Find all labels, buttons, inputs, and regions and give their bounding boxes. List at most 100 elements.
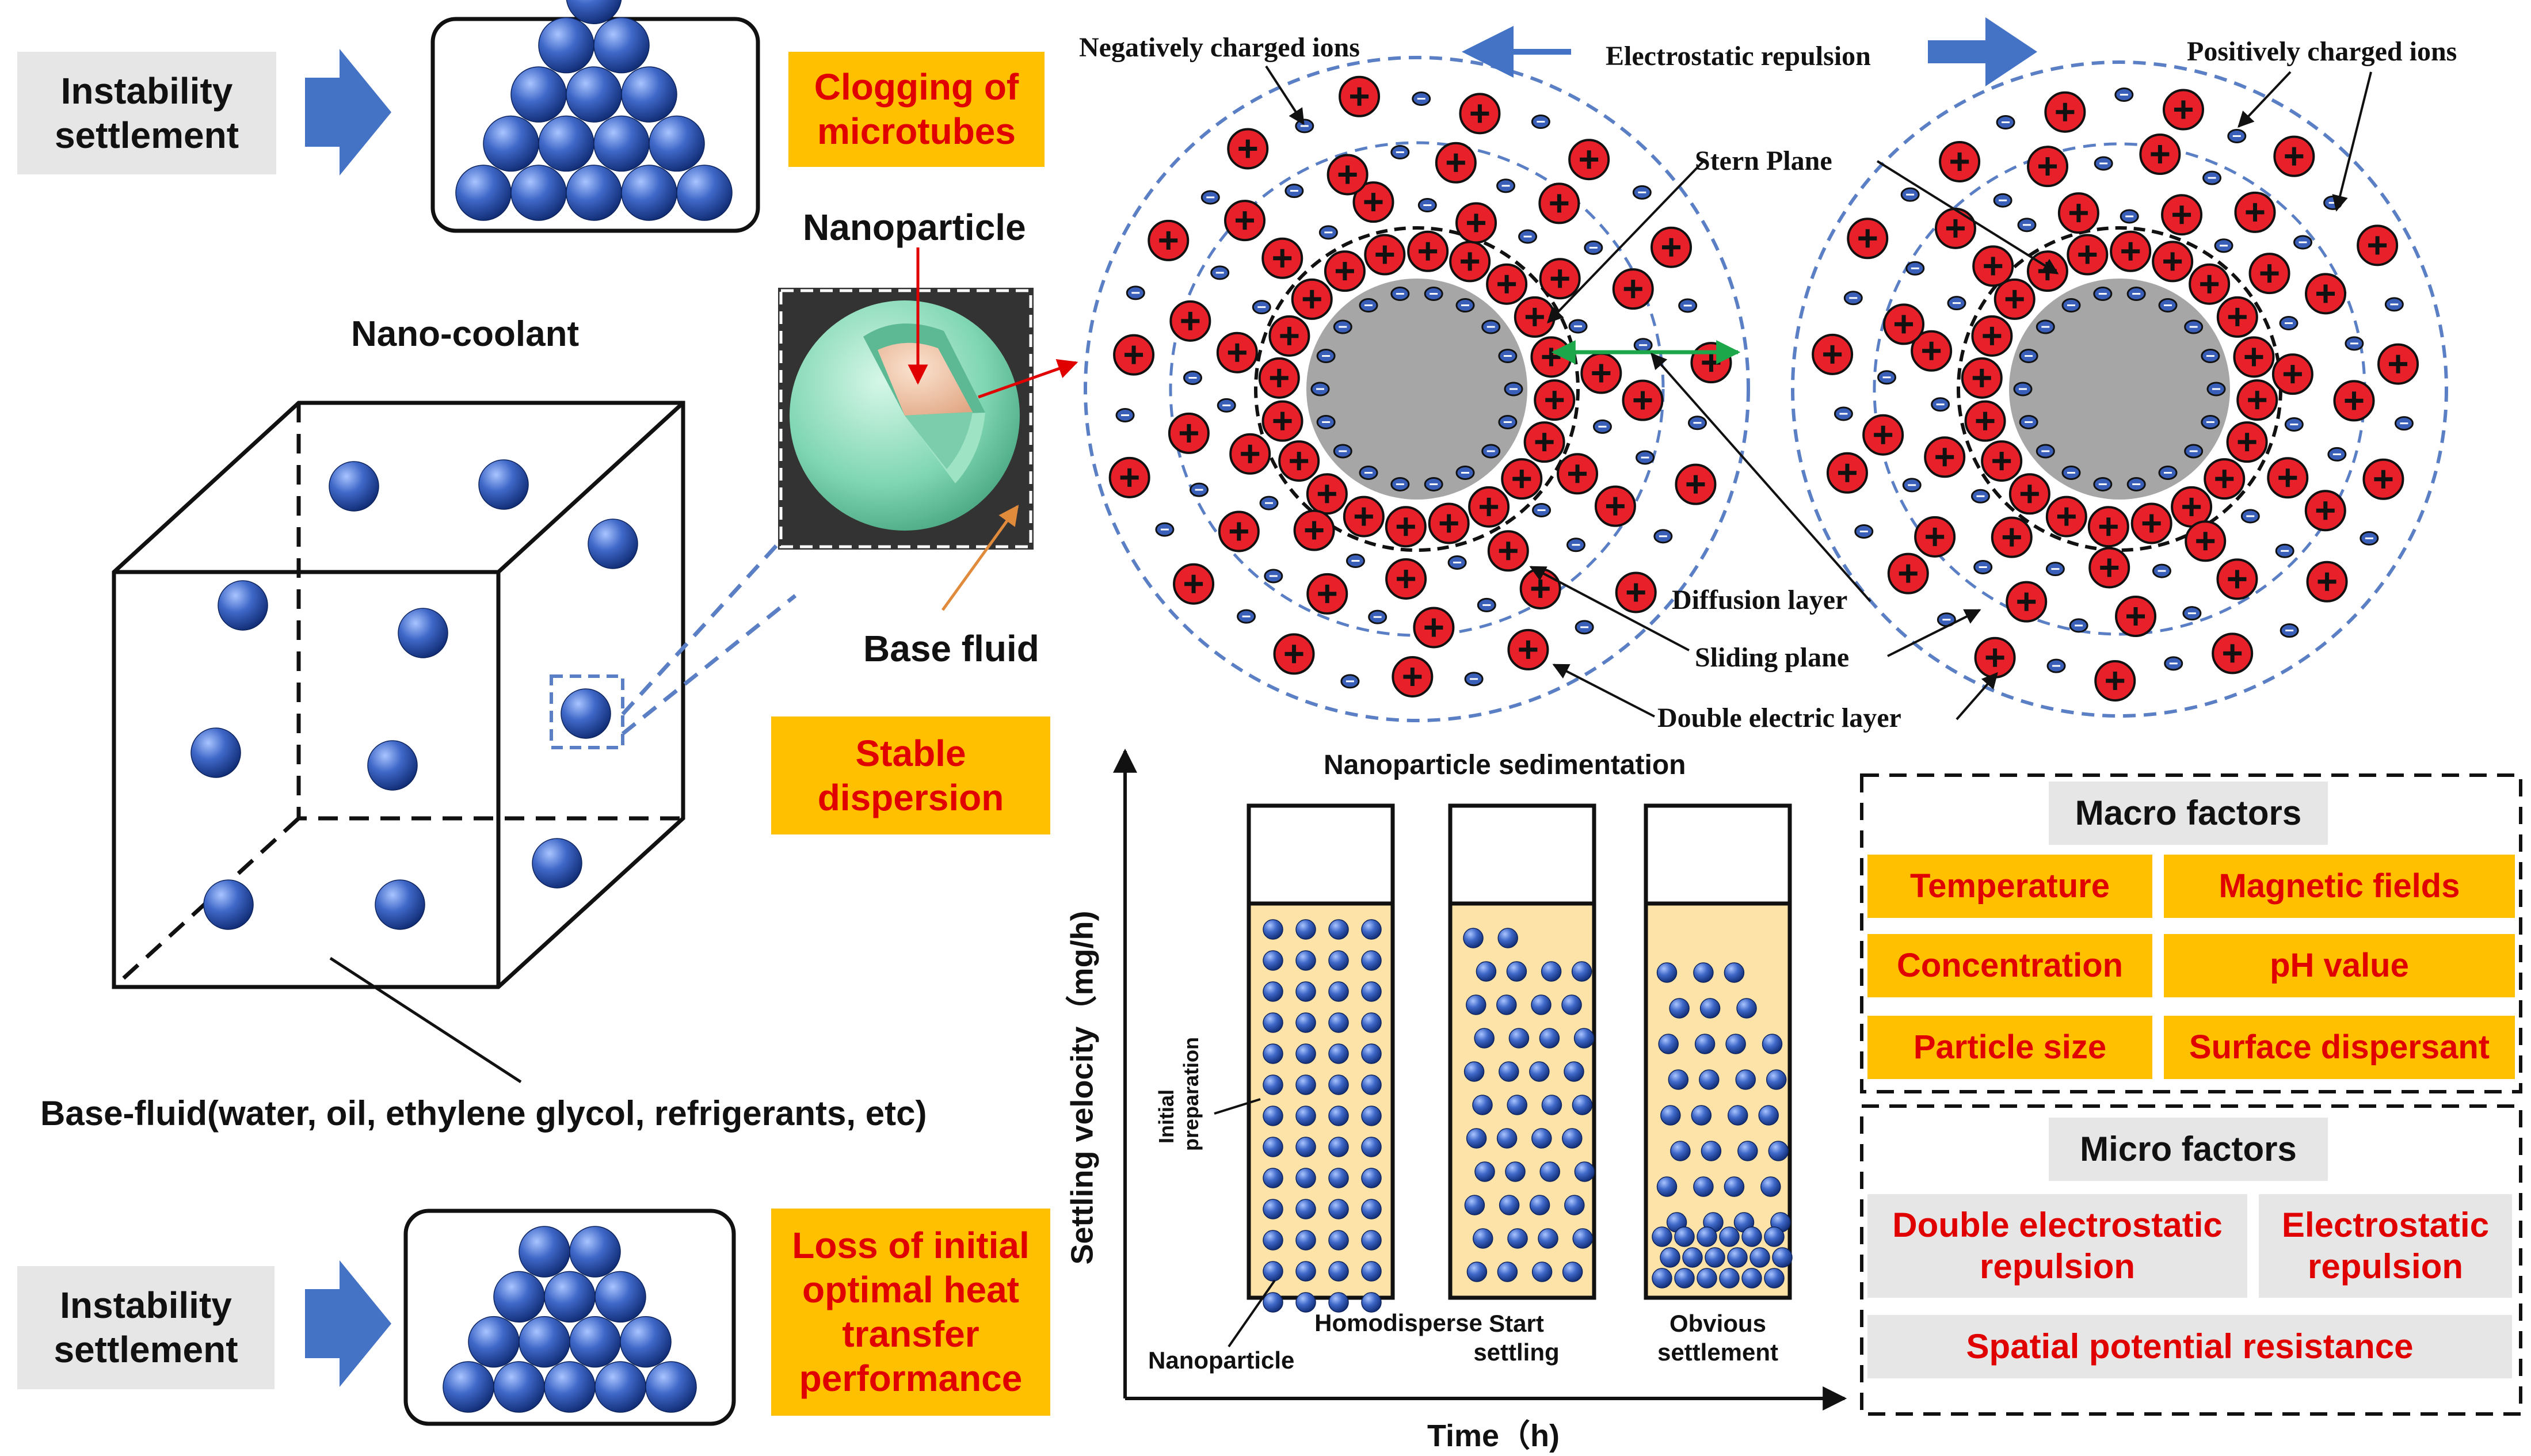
positive-ion-icon [2273, 135, 2315, 177]
nanoparticle-ball [1766, 1069, 1787, 1090]
positive-ion-icon [1224, 200, 1266, 242]
negative-ion-icon [1390, 477, 1410, 491]
nanoparticle-ball [1497, 1261, 1518, 1282]
positive-ion-icon [1148, 219, 1190, 261]
nanoparticle-ball [1682, 1247, 1703, 1268]
negative-ion-icon [1455, 465, 1475, 480]
nanoparticle-ball [1463, 1061, 1485, 1082]
negative-ion-icon [2293, 235, 2313, 250]
positive-ion-icon [1339, 75, 1381, 117]
negative-ion-icon [2394, 416, 2414, 431]
positive-ion-icon [2216, 558, 2258, 600]
nanoparticle-ball [190, 727, 241, 778]
nanoparticle-ball [1768, 1141, 1789, 1161]
nanoparticle-ball [1263, 981, 1283, 1002]
positive-ion-icon [1168, 412, 1210, 454]
nanoparticle-ball [1328, 1043, 1349, 1064]
nanoparticle-ball [1719, 1226, 1740, 1247]
nanoparticle-ball [1541, 961, 1562, 982]
nanoparticle-ball [1531, 994, 1552, 1015]
nanoparticle-ball [1572, 1095, 1593, 1115]
negative-ion-icon [1359, 465, 1378, 480]
positive-ion-icon [2008, 473, 2050, 515]
negative-ion-icon [2275, 543, 2294, 558]
positive-ion-icon [1539, 258, 1581, 300]
nanoparticle-ball [1505, 1161, 1526, 1182]
nanoparticle-ball [1507, 1228, 1528, 1249]
nanoparticle-ball [1674, 1268, 1695, 1289]
positive-ion-icon [1914, 516, 1956, 558]
negative-ion-icon [1633, 338, 1653, 353]
flow-arrow-icon [305, 1260, 391, 1387]
negative-ion-icon [1259, 496, 1279, 510]
nanoparticle-ball [1328, 1106, 1349, 1126]
nanoparticle-pointer-line [1228, 1279, 1276, 1348]
nanoparticle-ball [1473, 1228, 1493, 1249]
negative-ion-icon [2202, 170, 2222, 185]
positive-ion-icon [1862, 414, 1904, 456]
selected-particle-marker [550, 674, 624, 749]
nanoparticle-ball [1749, 1247, 1770, 1268]
negative-ion-icon [1947, 296, 1966, 311]
positive-ion-icon [1327, 154, 1369, 196]
negative-ion-icon [1843, 291, 1863, 306]
repulsion-arrow-right-icon [1928, 17, 2037, 86]
nanoparticle-ball [510, 66, 567, 123]
positive-ion-icon [1675, 463, 1717, 505]
negative-ion-icon [2069, 618, 2088, 633]
diffusion-layer-boundary [1169, 141, 1665, 637]
sliding-plane-label: Sliding plane [1695, 642, 1850, 673]
negative-ion-icon [1973, 559, 1993, 574]
nanoparticle-ball [1538, 1228, 1558, 1249]
negative-ion-icon [1424, 477, 1443, 491]
negative-ion-icon [1359, 298, 1378, 313]
positive-ion-icon [1486, 263, 1528, 305]
nanoparticle-ball [1693, 1176, 1714, 1197]
positive-ion-icon [1364, 234, 1406, 276]
nanoparticle-ball [1724, 1176, 1745, 1197]
nanoparticle-ball [621, 66, 677, 123]
nanoparticle-ball [1474, 1161, 1495, 1182]
nanoparticle-ball [1508, 1028, 1530, 1049]
negative-ion-icon [2201, 414, 2220, 429]
double-layer-boundary [1084, 56, 1750, 722]
negative-ion-icon [1455, 298, 1475, 313]
negative-ion-icon [1532, 502, 1552, 517]
positive-ion-icon [1108, 456, 1150, 498]
nanoparticle-ball [493, 1271, 545, 1323]
nanoparticle-ball [1295, 1199, 1316, 1219]
nanoparticle-ball [1499, 1061, 1519, 1082]
negative-ion-icon [1210, 265, 1230, 280]
negative-ion-icon [2384, 297, 2404, 312]
nanoparticle-ball [1295, 1012, 1316, 1033]
macro-factors-panel [1860, 773, 2522, 1093]
nanoparticle-ball [538, 17, 594, 74]
nanoparticle-ball [1295, 1230, 1316, 1251]
micro-factor-double-electrostatic: Double electrostatic repulsion [1867, 1194, 2247, 1298]
nanoparticle-ball [218, 580, 268, 631]
negative-ion-icon [1464, 672, 1484, 687]
micro-factor-electrostatic: Electrostatic repulsion [2259, 1194, 2512, 1298]
nanoparticle-ball [1361, 1137, 1382, 1157]
positive-ion-icon [2088, 547, 2130, 589]
negative-ion-icon [1902, 478, 1922, 493]
nanoparticle-ball [519, 1316, 570, 1368]
nanoparticle-ball [1295, 1043, 1316, 1064]
nanoparticle-ball [1328, 1074, 1349, 1095]
nanoparticle-ball [1361, 1292, 1382, 1313]
positive-ion-icon [1324, 250, 1366, 292]
nanoparticle-ball [493, 1361, 545, 1413]
nanoparticle-ball [1674, 1226, 1695, 1247]
positive-ion-icon [1961, 357, 2003, 399]
sedimentation-tube [1644, 803, 1793, 1300]
negative-ion-icon [1834, 406, 1853, 421]
negative-ion-icon [1498, 414, 1518, 429]
positive-ion-icon [1435, 142, 1477, 184]
nanoparticle-ball [649, 115, 705, 172]
negative-ion-icon [2093, 477, 2113, 491]
instability-settlement-top-label: Instability settlement [17, 52, 276, 174]
nanoparticle-ball [1564, 1061, 1584, 1082]
macro-factor-concentration: Concentration [1867, 934, 2152, 997]
base-fluid-pointer [941, 505, 1019, 611]
